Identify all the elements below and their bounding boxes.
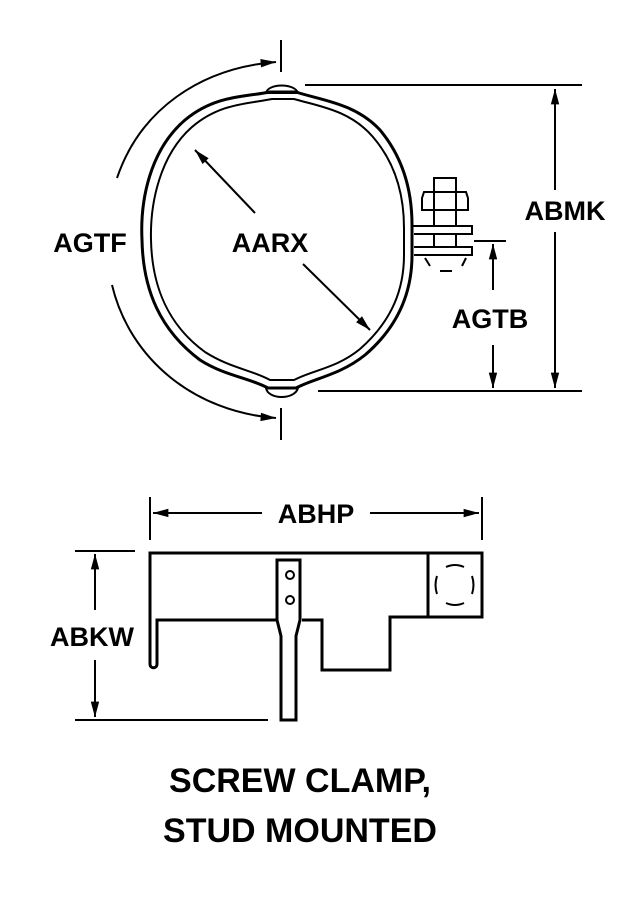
dimension-abkw: ABKW <box>50 550 268 721</box>
stud-hole <box>434 564 475 606</box>
label-abkw: ABKW <box>50 622 134 652</box>
caption-line-2: STUD MOUNTED <box>163 812 437 850</box>
dimension-agtb: AGTB <box>452 240 529 389</box>
caption-line-1: SCREW CLAMP, <box>169 762 431 800</box>
bottom-rivet <box>264 387 300 398</box>
clamp-band-inner <box>149 98 405 381</box>
label-abmk: ABMK <box>525 196 606 226</box>
label-agtb: AGTB <box>452 304 529 334</box>
top-rivet <box>264 84 300 94</box>
clamp-top-view <box>140 84 473 398</box>
label-abhp: ABHP <box>278 499 355 529</box>
dimension-abmk: ABMK <box>305 84 606 392</box>
dimension-agtf: AGTF <box>53 40 282 440</box>
label-aarx: AARX <box>232 228 309 258</box>
dimension-abhp: ABHP <box>149 497 483 540</box>
dimension-aarx: AARX <box>194 149 371 331</box>
mounting-stud <box>275 558 302 722</box>
clamp-side-view <box>148 551 484 722</box>
mounting-block <box>426 551 484 619</box>
bolt-assembly <box>412 177 473 272</box>
label-agtf: AGTF <box>53 228 127 258</box>
